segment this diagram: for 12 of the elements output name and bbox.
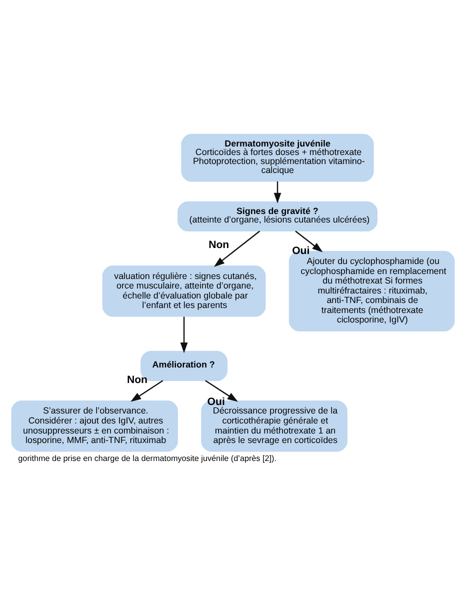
arrow <box>274 180 282 203</box>
node-box: S’assurer de l’observance. Considérer : ajout des IgIV, autres unosuppresseurs ± en combinaison : losporine, MMF, anti-TNF, rituximab <box>11 400 178 452</box>
arrow <box>205 380 238 402</box>
edge-label: Non <box>208 238 230 250</box>
caption: gorithme de prise en charge de la dermatomyosite juvénile (d’après [2]). <box>18 454 276 463</box>
node-box: valuation régulière : signes cutanés, orce musculaire, atteinte d’organe, échelle d’évaluation globale par l’enfant et les parents <box>102 265 266 316</box>
arrow <box>180 316 188 353</box>
node-box: Dermatomyosite juvénile Corticoïdes à fortes doses + méthotrexate Photoprotection, supplémentation vitamino-calcique <box>181 133 374 182</box>
arrow <box>130 380 164 402</box>
arrow <box>214 230 260 266</box>
node-box: Signes de gravité ? (atteinte d’organe, lésions cutanées ulcérées) <box>178 200 378 231</box>
arrow <box>295 230 323 252</box>
